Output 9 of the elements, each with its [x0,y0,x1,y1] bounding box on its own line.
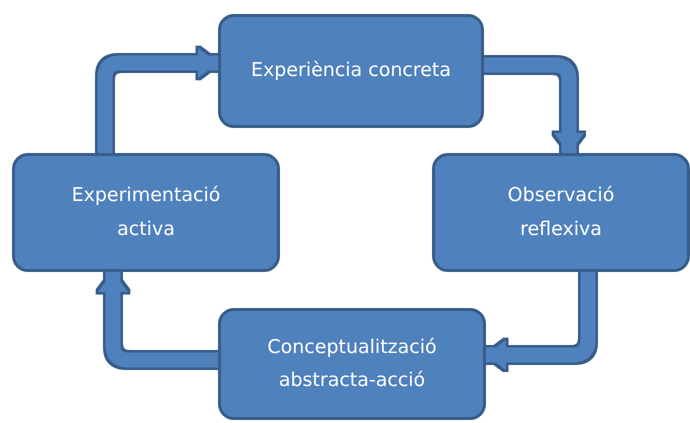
node-label: Observació reflexiva [506,183,616,242]
process-box [432,153,690,272]
process-box [12,153,280,272]
node-label: Conceptualització abstracta-acció [266,334,438,393]
node-label: Experiència concreta [250,58,452,84]
process-box [218,308,486,420]
bent-arrow [98,272,218,368]
node-label: Experimentació activa [70,183,222,242]
process-box [218,14,484,128]
